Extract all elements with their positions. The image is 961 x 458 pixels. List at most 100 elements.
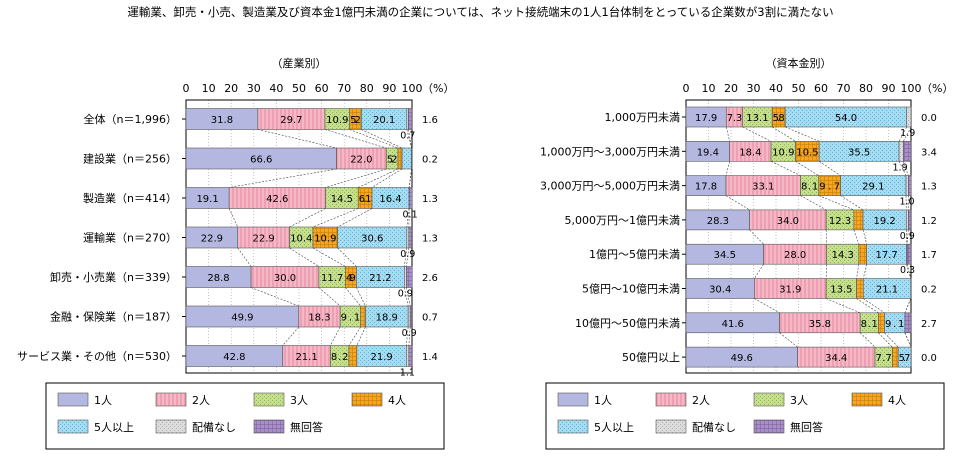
panel2-bar-segment: [903, 141, 912, 162]
panel1-connector-line: [406, 287, 411, 307]
panel2-legend-label: 無回答: [790, 420, 823, 434]
panel1-bar-segment: [411, 147, 413, 170]
panel2-data-label-none: 0.3: [900, 265, 915, 276]
panel1-data-label-none: 0.1: [403, 210, 418, 221]
panel1-data-label-none: 0.9: [398, 289, 413, 300]
panel2-data-label-no-answer: 2.7: [921, 319, 937, 330]
panel2-data-label-no-answer: 1.3: [921, 182, 937, 193]
panel1-bar-segment: [408, 345, 413, 367]
panel2-data-label: 31.9: [779, 285, 801, 296]
panel1-category-label: 建設業（n＝256）: [83, 152, 177, 166]
panel1-x-tick-label: 20: [224, 82, 238, 95]
panel2-connector-line: [853, 229, 860, 245]
panel2-legend-label: 1人: [594, 394, 612, 407]
panel1-bar-segment: [348, 345, 358, 367]
panel2-bar-segment: [910, 278, 912, 299]
panel1-legend-label: 無回答: [290, 420, 323, 434]
panel2-legend-swatch: [655, 392, 687, 407]
panel1-legend-label: 5人以上: [94, 421, 134, 434]
panel1-connector-line: [229, 168, 337, 188]
panel1-subtitle: （産業別）: [272, 57, 327, 70]
panel1-category-label: 全体（n＝1,996）: [84, 112, 177, 126]
panel1-bar-segment: [401, 147, 412, 170]
panel2-legend-label: 配備なし: [692, 421, 736, 434]
panel1-data-label-no-answer: 1.4: [422, 352, 438, 363]
panel2-x-tick-label: 70: [837, 82, 851, 95]
panel1-category-label: 金融・保険業（n＝187）: [50, 310, 177, 324]
panel1-data-label-no-answer: 2.6: [422, 273, 438, 284]
panel2-category-label: 5億円～10億円未満: [582, 283, 680, 296]
panel1-bar-segment: [407, 305, 411, 328]
panel1-connector-line: [408, 168, 412, 188]
panel2-data-label: 30.4: [709, 285, 731, 296]
panel2-data-label: 17.7: [875, 250, 897, 261]
panel2-connector-line: [904, 332, 912, 348]
panel2-bar-segment: [856, 278, 864, 299]
panel2-legend-swatch: [851, 392, 883, 407]
panel1-connector-line: [312, 208, 359, 228]
panel2-category-label: 3,000万円～5,000万円未満: [540, 180, 680, 193]
panel2-bar-segment: [892, 346, 899, 368]
panel1-legend-swatch: [155, 419, 187, 434]
panel1-bar-segment: [408, 226, 413, 249]
panel1-data-label: 31.8: [211, 115, 233, 126]
panel2-data-label: 17.9: [695, 113, 717, 124]
panel2-connector-line: [863, 264, 867, 279]
panel1-legend-swatch: [351, 392, 383, 407]
panel2-data-label-no-answer: 3.4: [921, 147, 937, 158]
panel2-category-label: 1,000万円～3,000万円未満: [540, 145, 680, 158]
panel1-x-tick-label: 40: [269, 82, 283, 95]
panel2-data-label: 54.0: [835, 113, 857, 124]
panel2-connector-line: [878, 332, 893, 348]
panel1-data-label: 9.1: [341, 313, 361, 324]
panel2-data-label-none: 1.9: [893, 162, 908, 173]
panel2-data-label: 49.6: [731, 353, 753, 364]
panel2-bar-segment: [905, 209, 909, 231]
panel1-data-label: 22.9: [201, 234, 223, 245]
panel2-category-label: 1,000万円未満: [605, 111, 681, 124]
panel1-x-tick-label: 0: [183, 82, 190, 95]
panel1-connector-line: [408, 129, 412, 149]
panel2-connector-line: [898, 161, 907, 176]
panel1-data-label: 11.7: [321, 273, 343, 284]
panel2-connector-line: [906, 264, 912, 279]
panel1-connector-line: [312, 247, 346, 267]
panel2-bar-segment: [858, 243, 867, 265]
panel2-connector-line: [884, 332, 899, 348]
panel1-connector-line: [325, 168, 387, 188]
panel2-data-label: 8.1: [861, 319, 878, 330]
panel2-data-label: 10.5: [796, 147, 818, 158]
panel1-data-label: 21.2: [369, 273, 391, 284]
panel1-data-label: 8.2: [331, 352, 349, 363]
panel2-data-label-no-answer: 0.0: [921, 113, 937, 124]
panel2-connector-line: [903, 161, 909, 176]
panel1-data-label: 22.9: [252, 234, 274, 245]
panel2-connector-line: [856, 298, 879, 314]
panel2-data-label: 5.8: [773, 113, 785, 124]
panel2-connector-line: [856, 264, 860, 279]
panel2-connector-line: [898, 126, 907, 142]
panel1-connector-line: [356, 287, 366, 307]
panel1-x-tick-label: 90: [382, 82, 396, 95]
panel1-data-label: 29.7: [280, 115, 302, 126]
panel1-bar-segment: [408, 187, 413, 209]
panel1-data-label: 10.4: [290, 234, 312, 245]
panel1-connector-line: [406, 208, 410, 228]
panel2-data-label: 13.1: [746, 113, 768, 124]
panel2-bar-segment: [897, 346, 912, 368]
panel2-data-label: 29.1: [862, 182, 884, 193]
panel2-connector-line: [903, 126, 912, 142]
panel2-data-label: 12.3: [829, 216, 851, 227]
panel1-data-label: 42.6: [266, 194, 288, 205]
panel2-x-tick-label: 40: [769, 82, 783, 95]
panel2-connector-line: [742, 126, 772, 142]
panel2-data-label: 19.2: [874, 216, 896, 227]
panel1-bar-segment: [406, 226, 410, 249]
panel1-legend-swatch: [155, 392, 187, 407]
panel2-data-label: 8.1: [801, 182, 818, 193]
panel1-connector-line: [356, 326, 366, 346]
panel2-x-tick-label: 30: [747, 82, 761, 95]
